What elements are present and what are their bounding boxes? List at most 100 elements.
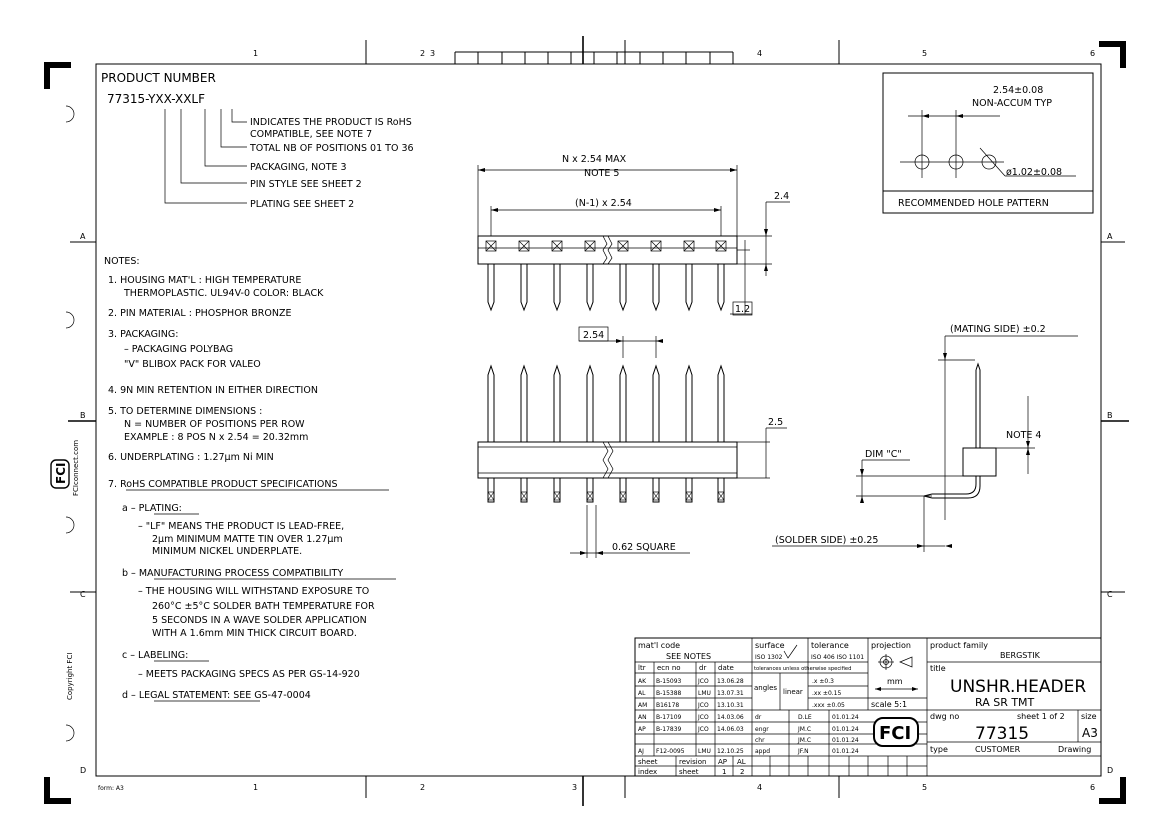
- approval-cell: 01.01.24: [832, 737, 859, 744]
- revision-cell: LMU: [698, 748, 711, 755]
- callout-text: INDICATES THE PRODUCT IS RoHS: [250, 117, 412, 128]
- corner-mark-tr: [1099, 41, 1126, 68]
- corner-mark-tl: [44, 62, 71, 89]
- dim-1-2: 1.2: [735, 304, 750, 315]
- svg-text:FCI: FCI: [879, 723, 911, 744]
- approval-cell: appd: [755, 748, 770, 755]
- approval-cell: chr: [755, 737, 765, 744]
- approval-cell: JM.C: [797, 726, 811, 733]
- pin: [487, 364, 495, 503]
- revision-cell: 12.10.25: [717, 748, 744, 755]
- size-value: A3: [1082, 726, 1098, 740]
- family-label: product family: [930, 641, 988, 650]
- family-value: BERGSTIK: [1000, 651, 1041, 660]
- pin: [584, 240, 596, 312]
- approval-cell: 01.01.24: [832, 714, 859, 721]
- tol-note: tolerances unless otherwise specified: [754, 666, 851, 672]
- col-number: 6: [1090, 49, 1095, 58]
- note-line: 3. PACKAGING:: [108, 329, 178, 340]
- row-letter: B: [1107, 411, 1113, 420]
- fci-side-logo: FCI: [50, 459, 70, 489]
- dim-note5: NOTE 5: [584, 168, 619, 179]
- col-number: 4: [757, 783, 762, 792]
- revision-cell: AP: [638, 726, 646, 733]
- revision-cell: AL: [638, 690, 646, 697]
- pin: [685, 364, 693, 503]
- revision-cell: 13.06.28: [717, 678, 744, 685]
- note-line: 4. 9N MIN RETENTION IN EITHER DIRECTION: [108, 385, 318, 396]
- hole-diameter: ø1.02±0.08: [1006, 167, 1062, 178]
- revision-cell: AJ: [638, 748, 644, 755]
- side-brand: FCIconnect.com: [72, 440, 80, 496]
- note-line: "V" BLIBOX PACK FOR VALEO: [124, 359, 261, 370]
- scale: scale 5:1: [871, 700, 907, 709]
- row-letter: B: [80, 411, 86, 420]
- note-line: 1. HOUSING MAT'L : HIGH TEMPERATURE: [108, 275, 301, 286]
- hole-pattern-box: 2.54±0.08 NON-ACCUM TYP ø1.02±0.08 RECOM…: [882, 72, 1094, 214]
- pin: [485, 240, 497, 312]
- callout-text: PACKAGING, NOTE 3: [250, 162, 347, 173]
- hole-pitch: 2.54±0.08: [993, 85, 1043, 96]
- callout-text: PIN STYLE SEE SHEET 2: [250, 179, 362, 190]
- callout-text: COMPATIBLE, SEE NOTE 7: [250, 129, 372, 140]
- pin: [617, 240, 629, 312]
- form-label: form: A3: [98, 785, 124, 792]
- sheet-row-cell: sheet: [638, 758, 658, 766]
- callout-text: PLATING SEE SHEET 2: [250, 199, 354, 210]
- approval-cell: D.LE: [798, 714, 812, 721]
- revision-cell: JCO: [697, 702, 709, 709]
- rev-header: ltr: [638, 664, 646, 672]
- approval-cell: 01.01.24: [832, 748, 859, 755]
- tolerance-std: ISO 406 ISO 1101: [811, 654, 864, 661]
- product-number-heading: PRODUCT NUMBER: [101, 71, 216, 85]
- surface-label: surface: [755, 641, 785, 650]
- rev-header: ecn no: [657, 664, 681, 672]
- pin: [683, 240, 695, 312]
- size-label: size: [1081, 712, 1097, 721]
- side-view: (MATING SIDE) ±0.2 NOTE 4 DIM "C" (SOLDE…: [772, 324, 1078, 552]
- index-row-cell: 1: [722, 768, 726, 776]
- note-line: 260°C ±5°C SOLDER BATH TEMPERATURE FOR: [152, 601, 375, 612]
- projection-label: projection: [871, 641, 911, 650]
- title-label: title: [930, 664, 946, 673]
- row-letter: C: [1107, 590, 1113, 599]
- drawing-frame: 1 2 3 4 5 6 1 2 3 4 5 6 A B C D A B C D …: [44, 36, 1129, 806]
- note-line: a – PLATING:: [122, 503, 182, 514]
- note-line: 2. PIN MATERIAL : PHOSPHOR BRONZE: [108, 308, 292, 319]
- note-line: 6. UNDERPLATING : 1.27µm Ni MIN: [108, 452, 274, 463]
- col-number: 6: [1090, 783, 1095, 792]
- notes-heading: NOTES:: [104, 256, 140, 267]
- pin: [717, 364, 725, 503]
- sheet-row-cell: AP: [718, 758, 727, 766]
- hole-pitch-note: NON-ACCUM TYP: [972, 98, 1052, 109]
- corner-mark-br: [1099, 777, 1126, 804]
- pin: [586, 364, 594, 503]
- dim-overall: N x 2.54 MAX: [562, 154, 627, 165]
- revision-cell: AM: [638, 702, 647, 709]
- revision-cell: B16178: [656, 702, 679, 709]
- punch-hole: [65, 311, 75, 329]
- type-kind: Drawing: [1058, 745, 1091, 754]
- note-line: N = NUMBER OF POSITIONS PER ROW: [124, 419, 305, 430]
- dim-c: DIM "C": [865, 449, 902, 460]
- pin: [518, 240, 530, 312]
- revision-cell: JCO: [697, 678, 709, 685]
- notes-block: NOTES: 1. HOUSING MAT'L : HIGH TEMPERATU…: [104, 256, 396, 702]
- note-line: MINIMUM NICKEL UNDERPLATE.: [152, 546, 302, 557]
- index-row-cell: index: [638, 768, 657, 776]
- note-line: 7. RoHS COMPATIBLE PRODUCT SPECIFICATION…: [108, 479, 338, 490]
- note-line: THERMOPLASTIC. UL94V-0 COLOR: BLACK: [123, 288, 324, 299]
- note-line: 5. TO DETERMINE DIMENSIONS :: [108, 406, 262, 417]
- approval-cell: JF.N: [797, 748, 809, 755]
- svg-text:FCI: FCI: [54, 463, 68, 484]
- note-line: WITH A 1.6mm MIN THICK CIRCUIT BOARD.: [152, 628, 357, 639]
- note-line: – THE HOUSING WILL WITHSTAND EXPOSURE TO: [138, 586, 369, 597]
- col-number: 2: [420, 49, 425, 58]
- pin: [551, 240, 563, 312]
- dim-note4: NOTE 4: [1006, 430, 1041, 441]
- hole-caption: RECOMMENDED HOLE PATTERN: [898, 198, 1049, 209]
- matl-value: SEE NOTES: [666, 652, 711, 661]
- col-number: 1: [253, 49, 258, 58]
- sheet-row-cell: AL: [737, 758, 746, 766]
